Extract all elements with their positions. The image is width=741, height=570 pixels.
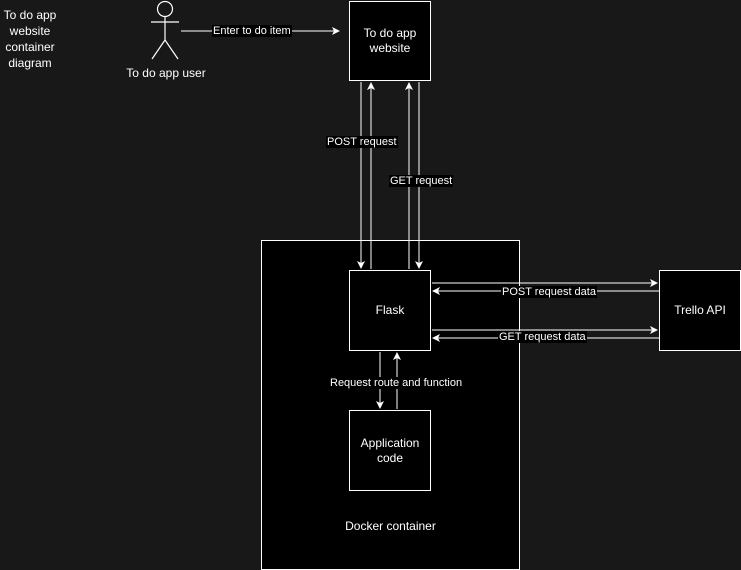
- flask-node-label: Flask: [375, 303, 405, 317]
- edge-label-post-request-data: POST request data: [501, 286, 597, 298]
- app-code-node[interactable]: Application code: [349, 410, 431, 491]
- edge-label-post-request: POST request: [326, 136, 398, 148]
- trello-node-label: Trello API: [674, 303, 726, 317]
- docker-container-label: Docker container: [345, 519, 436, 533]
- website-node-label: To do app website: [363, 26, 417, 55]
- edge-label-enter-item: Enter to do item: [212, 25, 292, 37]
- flask-node[interactable]: Flask: [349, 270, 431, 351]
- user-actor-icon: [151, 0, 179, 60]
- app-code-node-label: Application code: [360, 436, 420, 465]
- diagram-title: To do app website container diagram: [3, 8, 57, 70]
- edge-label-get-request-data: GET request data: [498, 331, 587, 343]
- edge-label-route-function: Request route and function: [329, 377, 464, 389]
- edge-label-get-request: GET request: [389, 175, 454, 187]
- trello-node[interactable]: Trello API: [659, 270, 741, 351]
- website-node[interactable]: To do app website: [349, 1, 431, 81]
- user-actor-label: To do app user: [126, 66, 206, 80]
